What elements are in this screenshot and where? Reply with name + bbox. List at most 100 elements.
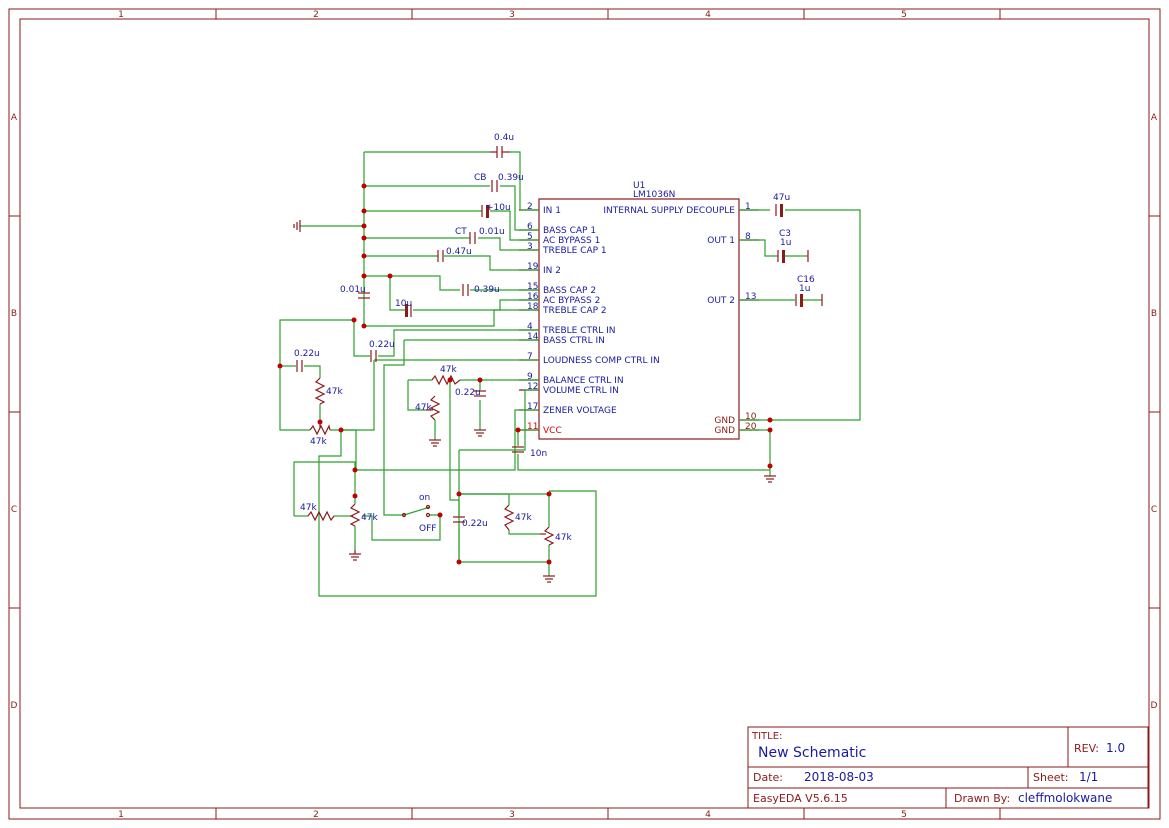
ground-symbol	[764, 475, 776, 483]
row-label-left: A	[11, 113, 18, 123]
resistor-47k-horizontal-b[interactable]: 47k	[300, 503, 335, 522]
capacitor-0.22u-d[interactable]: 0.22u	[453, 516, 488, 529]
junction-dot	[317, 419, 323, 425]
junction-dot	[477, 377, 483, 383]
ic-pin-number: 11	[527, 422, 538, 432]
capacitor-0.39u[interactable]: 0.39u	[462, 284, 500, 296]
junction-dot	[387, 273, 393, 279]
drawn-by-label: Drawn By:	[954, 792, 1010, 805]
junction-dot	[361, 223, 367, 229]
ic-pin-number: 14	[527, 332, 539, 342]
junction-dot	[447, 377, 453, 383]
capacitor-47u[interactable]: 47u	[773, 193, 790, 217]
potentiometer-47k-d[interactable]: 47k	[540, 526, 572, 546]
cap-value: 0.22u	[369, 340, 395, 350]
capacitor-0.47u[interactable]: 0.47u	[437, 247, 472, 262]
ic-pin-name: BASS CAP 1	[543, 226, 596, 236]
junction-dot	[351, 317, 357, 323]
ic-pin-name: ZENER VOLTAGE	[543, 406, 617, 416]
ic-pin-name: GND	[714, 426, 735, 436]
capacitor-cb[interactable]: CB 0.39u	[474, 173, 524, 192]
resistor-value: 47k	[440, 365, 457, 375]
wires	[279, 151, 861, 597]
col-label-top: 3	[509, 10, 515, 20]
ic-pin-name: VCC	[543, 426, 562, 436]
cap-value: 0.22u	[455, 388, 481, 398]
ic-pin-name: OUT 2	[707, 296, 735, 306]
col-label-bottom: 4	[705, 810, 711, 820]
resistor-47k-horizontal-a[interactable]: 47k	[431, 365, 461, 386]
ic-pin-number: 18	[527, 302, 539, 312]
col-label-top: 5	[901, 10, 907, 20]
ic-pin-number: 15	[527, 282, 538, 292]
ic-pin-number: 16	[527, 292, 539, 302]
ic-pin-name: BASS CTRL IN	[543, 336, 605, 346]
resistor-value: 47k	[326, 387, 343, 397]
ic-pin-name: BALANCE CTRL IN	[543, 376, 624, 386]
capacitor-ct[interactable]: CT 0.01u	[455, 227, 505, 244]
capacitor-0.4u[interactable]: 0.4u	[490, 133, 514, 158]
capacitor-c16[interactable]: C16 1u	[795, 275, 815, 307]
col-label-bottom: 1	[118, 810, 124, 820]
resistor-value: 47k	[415, 403, 432, 413]
junction-dot	[767, 417, 773, 423]
ic-pin-number: 2	[527, 202, 533, 212]
cap-value: 0.01u	[479, 227, 505, 237]
ic-pin-name: INTERNAL SUPPLY DECOUPLE	[603, 206, 735, 216]
loudness-switch[interactable]: on OFF	[401, 493, 437, 534]
ground-symbol	[474, 429, 486, 437]
potentiometer-47k-a[interactable]: 47k	[309, 422, 331, 447]
col-label-top: 2	[313, 10, 319, 20]
row-label-right: A	[1151, 113, 1158, 123]
ic-part-number: LM1036N	[633, 190, 675, 200]
ic-pin-number: 7	[527, 352, 533, 362]
junction-dot	[361, 208, 367, 214]
title-label: TITLE:	[751, 731, 782, 742]
ic-ref: U1	[633, 181, 645, 191]
resistor-47k-vertical-b[interactable]: 47k	[503, 504, 532, 531]
potentiometer-47k-b[interactable]: 47k	[415, 395, 441, 421]
ic-pin-name: TREBLE CAP 2	[542, 306, 607, 316]
capacitor-10n[interactable]: 10n	[512, 446, 547, 459]
ic-pin-number: 9	[527, 372, 533, 382]
row-label-right: B	[1151, 309, 1157, 319]
capacitor-0.22u-a[interactable]: 0.22u	[369, 340, 395, 362]
row-label-left: B	[11, 309, 17, 319]
cap-ref: C3	[779, 229, 791, 239]
junction-dot	[361, 235, 367, 241]
junction-dot	[352, 467, 358, 473]
junction-dot	[515, 427, 521, 433]
ic-pin-number: 19	[527, 262, 539, 272]
ic-pin-name: LOUDNESS COMP CTRL IN	[543, 356, 660, 366]
cap-value: +10u	[486, 203, 511, 213]
rev-label: REV:	[1074, 742, 1099, 755]
capacitor-0.22u-c[interactable]: 0.22u	[455, 388, 486, 398]
capacitor-10u-polarized-b[interactable]: 10u	[395, 299, 412, 317]
switch-off-label: OFF	[419, 524, 436, 534]
ic-pin-number: 1	[745, 202, 751, 212]
cap-value: 1u	[780, 238, 791, 248]
capacitor-0.22u-b[interactable]: 0.22u	[294, 349, 320, 372]
ic-pin-number: 8	[745, 232, 751, 242]
ic-pin-name: GND	[714, 416, 735, 426]
capacitor-10u-polarized[interactable]: +10u	[481, 203, 511, 218]
junction-dot	[352, 493, 358, 499]
sheet-label: Sheet:	[1033, 771, 1069, 784]
ic-pin-name: BASS CAP 2	[543, 286, 596, 296]
junction-dot	[338, 427, 344, 433]
capacitor-0.01u-vertical[interactable]: 0.01u	[340, 285, 370, 299]
capacitor-c3[interactable]: C3 1u	[777, 229, 791, 263]
potentiometer-47k-c[interactable]: 47k	[349, 503, 378, 527]
ic-body[interactable]	[538, 198, 740, 440]
ic-pin-number: 12	[527, 382, 538, 392]
cap-ref: CT	[455, 227, 467, 237]
resistor-47k-vertical-a[interactable]: 47k	[314, 377, 343, 405]
junction-dots	[277, 183, 773, 565]
junction-dot	[546, 491, 552, 497]
ground-symbol	[543, 575, 555, 583]
ground-symbol	[293, 220, 301, 232]
date-value: 2018-08-03	[804, 770, 874, 784]
resistor-value: 47k	[515, 513, 532, 523]
